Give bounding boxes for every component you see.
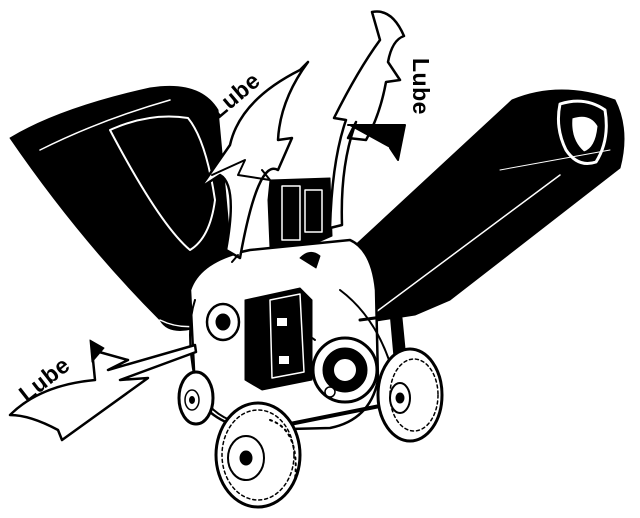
lube-arrow-top-right — [330, 12, 405, 229]
engine-block — [268, 178, 332, 250]
rear-wheel — [179, 372, 213, 424]
lube-label-top-right: Lube — [409, 58, 432, 115]
front-left-wheel — [216, 403, 300, 507]
air-filter-box — [245, 288, 312, 390]
front-right-wheel — [378, 349, 442, 441]
